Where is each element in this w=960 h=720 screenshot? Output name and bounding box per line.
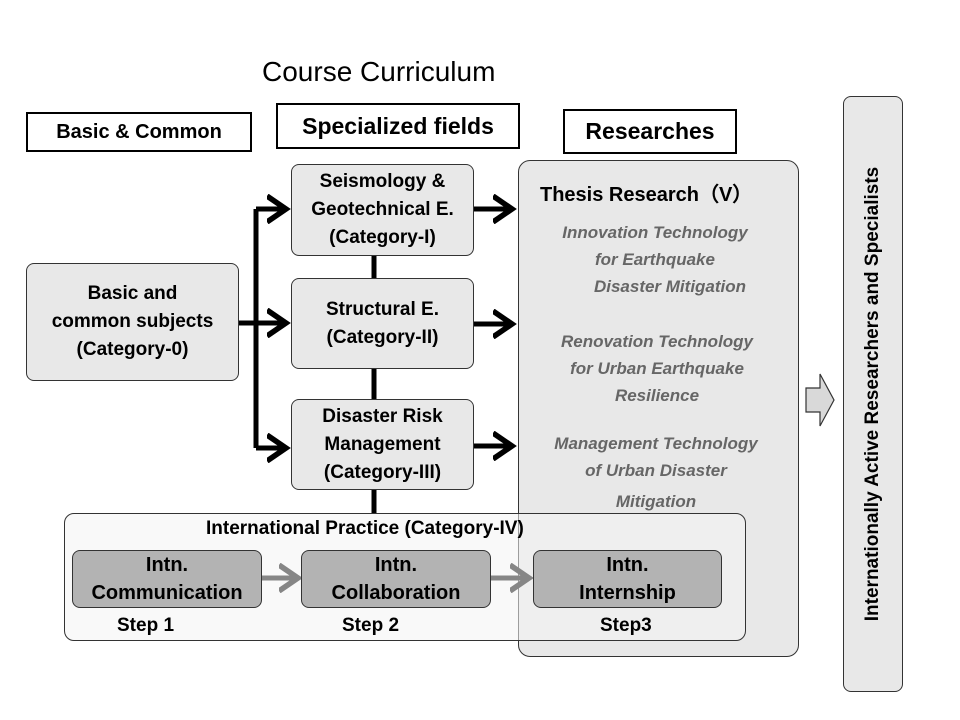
structural-box: Structural E. (Category-II): [291, 278, 474, 369]
seismology-line-2: Geotechnical E.: [311, 199, 454, 220]
innovation-line-2: for Earthquake: [595, 250, 715, 269]
outcome-box: Internationally Active Researchers and S…: [843, 96, 903, 692]
header-basic-common: Basic & Common: [26, 112, 252, 152]
outcome-text: Internationally Active Researchers and S…: [862, 166, 883, 622]
step3-line-2: Internship: [579, 582, 676, 604]
disaster-line-1: Disaster Risk: [322, 405, 443, 427]
structural-line-1: Structural E.: [326, 298, 439, 320]
innovation-line-3: Disaster Mitigation: [593, 277, 747, 296]
step2-label: Step 2: [342, 615, 400, 636]
research-topic-innovation: Innovation Technology for Earthquake Dis…: [524, 219, 786, 300]
innovation-line-1: Innovation Technology: [562, 223, 748, 242]
seismology-line-1: Seismology &: [319, 171, 446, 192]
seismology-line-3: (Category-I): [329, 227, 436, 248]
seismology-geotechnical-box: Seismology & Geotechnical E. (Category-I…: [291, 164, 474, 256]
block-arrow-to-outcome: [805, 373, 835, 427]
international-practice-title: International Practice (Category-IV): [206, 518, 524, 539]
step1-communication-box: Intn. Communication: [72, 550, 262, 608]
step2-line-2: Collaboration: [331, 582, 461, 604]
structural-line-2: (Category-II): [326, 326, 439, 348]
step1-line-1: Intn.: [145, 554, 189, 576]
step1-label: Step 1: [117, 615, 175, 636]
header-specialized-fields: Specialized fields: [276, 103, 520, 149]
research-topic-management: Management Technology of Urban Disaster …: [522, 430, 790, 515]
disaster-line-2: Management: [324, 433, 441, 455]
step2-line-1: Intn.: [374, 554, 418, 576]
step2-collaboration-box: Intn. Collaboration: [301, 550, 491, 608]
disaster-line-3: (Category-III): [323, 461, 442, 483]
basic-common-subjects-box: Basic and common subjects (Category-0): [26, 263, 239, 381]
step1-line-2: Communication: [91, 582, 243, 604]
step3-line-1: Intn.: [606, 554, 649, 576]
management-line-2: of Urban Disaster: [585, 461, 727, 480]
renovation-line-1: Renovation Technology: [560, 332, 754, 351]
research-topic-renovation: Renovation Technology for Urban Earthqua…: [526, 328, 788, 409]
page-title: Course Curriculum: [262, 56, 496, 87]
disaster-risk-management-box: Disaster Risk Management (Category-III): [291, 399, 474, 490]
thesis-research-title: Thesis Research（V）: [540, 184, 753, 206]
header-researches: Researches: [563, 109, 737, 154]
management-line-3: Mitigation: [615, 492, 697, 511]
step3-label: Step3: [600, 615, 652, 636]
basic-box-line-3: (Category-0): [76, 339, 189, 360]
basic-box-line-1: Basic and: [87, 283, 178, 304]
basic-box-line-2: common subjects: [51, 311, 214, 332]
renovation-line-2: for Urban Earthquake: [570, 359, 744, 378]
management-line-1: Management Technology: [554, 434, 758, 453]
step3-internship-box: Intn. Internship: [533, 550, 722, 608]
renovation-line-3: Resilience: [614, 386, 700, 405]
